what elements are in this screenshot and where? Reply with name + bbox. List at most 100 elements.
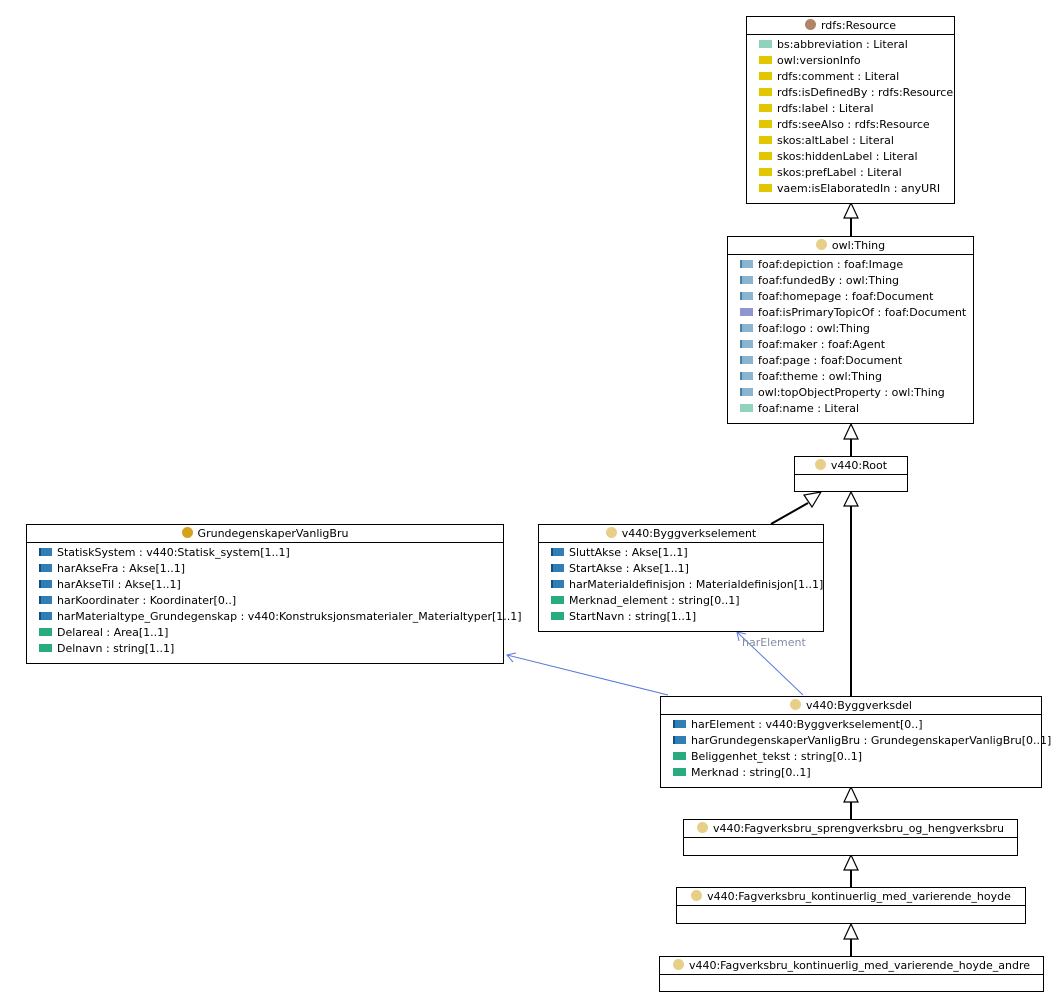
attribute-row[interactable]: harGrundegenskaperVanligBru : Grundegens… — [673, 733, 1051, 749]
attribute-text: harMaterialdefinisjon : Materialdefinisj… — [569, 578, 824, 591]
attribute-text: owl:versionInfo — [777, 54, 861, 67]
class-name: v440:Fagverksbru_sprengverksbru_og_hengv… — [712, 822, 1004, 835]
attribute-row[interactable]: owl:topObjectProperty : owl:Thing — [740, 385, 973, 401]
attribute-row[interactable]: skos:altLabel : Literal — [759, 133, 954, 149]
object-link-icon — [39, 612, 52, 620]
class-name: v440:Fagverksbru_kontinuerlig_med_varier… — [707, 890, 1011, 903]
class-name: GrundegenskaperVanligBru — [197, 527, 349, 540]
attribute-text: Delareal : Area[1..1] — [57, 626, 169, 639]
association-har-element[interactable] — [736, 631, 804, 696]
object-property-icon — [740, 340, 753, 348]
attribute-row[interactable]: Delnavn : string[1..1] — [39, 641, 503, 657]
literal-icon — [759, 40, 772, 48]
attribute-text: Delnavn : string[1..1] — [57, 642, 175, 655]
class-v440-root[interactable]: v440:Root — [794, 456, 908, 492]
class-v440-fagverksbru-kontinuerlig-andre[interactable]: v440:Fagverksbru_kontinuerlig_med_varier… — [659, 956, 1044, 992]
attribute-row[interactable]: harMaterialtype_Grundegenskap : v440:Kon… — [39, 609, 522, 625]
attribute-row[interactable]: foaf:theme : owl:Thing — [740, 369, 973, 385]
object-link-icon — [551, 580, 564, 588]
attribute-row[interactable]: harElement : v440:Byggverkselement[0..] — [673, 717, 1041, 733]
attribute-text: bs:abbreviation : Literal — [777, 38, 908, 51]
class-dot-icon — [605, 527, 617, 538]
object-link-icon — [551, 548, 564, 556]
annotation-icon — [759, 136, 772, 144]
attribute-text: harAkseFra : Akse[1..1] — [57, 562, 186, 575]
attribute-row[interactable]: Merknad : string[0..1] — [673, 765, 1041, 781]
attribute-row[interactable]: owl:versionInfo — [759, 53, 954, 69]
attribute-text: foaf:logo : owl:Thing — [758, 322, 870, 335]
class-v440-byggverkselement[interactable]: v440:Byggverkselement SluttAkse : Akse[1… — [538, 524, 824, 632]
class-title: v440:Fagverksbru_sprengverksbru_og_hengv… — [684, 820, 1017, 838]
attribute-row[interactable]: Beliggenhet_tekst : string[0..1] — [673, 749, 1041, 765]
attribute-row[interactable]: harMaterialdefinisjon : Materialdefinisj… — [551, 577, 823, 593]
class-name: v440:Byggverkselement — [621, 527, 757, 540]
attribute-row[interactable]: rdfs:seeAlso : rdfs:Resource — [759, 117, 954, 133]
attribute-row[interactable]: harAkseTil : Akse[1..1] — [39, 577, 503, 593]
class-owl-thing[interactable]: owl:Thing foaf:depiction : foaf:Image foa… — [727, 236, 974, 424]
attribute-row[interactable]: foaf:maker : foaf:Agent — [740, 337, 973, 353]
attribute-row[interactable]: foaf:logo : owl:Thing — [740, 321, 973, 337]
attribute-row[interactable]: skos:prefLabel : Literal — [759, 165, 954, 181]
attribute-text: StatiskSystem : v440:Statisk_system[1..1… — [57, 546, 290, 559]
attribute-text: harAkseTil : Akse[1..1] — [57, 578, 181, 591]
attribute-row[interactable]: foaf:isPrimaryTopicOf : foaf:Document — [740, 305, 973, 321]
attribute-row[interactable]: vaem:isElaboratedIn : anyURI — [759, 181, 954, 197]
attribute-row[interactable]: foaf:fundedBy : owl:Thing — [740, 273, 973, 289]
attribute-row[interactable]: harAkseFra : Akse[1..1] — [39, 561, 503, 577]
annotation-icon — [759, 120, 772, 128]
object-property-icon — [740, 260, 753, 268]
attribute-row[interactable]: bs:abbreviation : Literal — [759, 37, 954, 53]
object-link-icon — [39, 564, 52, 572]
class-v440-byggverksdel[interactable]: v440:Byggverksdel harElement : v440:Bygg… — [660, 696, 1051, 788]
attribute-text: foaf:depiction : foaf:Image — [758, 258, 904, 271]
attribute-row[interactable]: foaf:depiction : foaf:Image — [740, 257, 973, 273]
attribute-list — [684, 838, 1017, 840]
attribute-text: foaf:fundedBy : owl:Thing — [758, 274, 900, 287]
class-title: v440:Fagverksbru_kontinuerlig_med_varier… — [660, 957, 1043, 975]
attribute-row[interactable]: rdfs:isDefinedBy : rdfs:Resource — [759, 85, 954, 101]
attribute-row[interactable]: StartAkse : Akse[1..1] — [551, 561, 823, 577]
class-dot-icon — [814, 459, 826, 470]
attribute-row[interactable]: SluttAkse : Akse[1..1] — [551, 545, 823, 561]
attribute-row[interactable]: rdfs:comment : Literal — [759, 69, 954, 85]
attribute-row[interactable]: harKoordinater : Koordinater[0..] — [39, 593, 503, 609]
object-property-icon — [740, 356, 753, 364]
attribute-row[interactable]: rdfs:label : Literal — [759, 101, 954, 117]
class-v440-fagverksbru-spreng[interactable]: v440:Fagverksbru_sprengverksbru_og_hengv… — [683, 819, 1018, 856]
class-dot-icon — [815, 239, 827, 250]
class-title: v440:Byggverksdel — [661, 697, 1041, 715]
attribute-text: foaf:name : Literal — [758, 402, 860, 415]
class-title: rdfs:Resource — [747, 17, 954, 35]
datatype-icon — [551, 612, 564, 620]
attribute-text: skos:altLabel : Literal — [777, 134, 894, 147]
datatype-icon — [673, 768, 686, 776]
class-title: GrundegenskaperVanligBru — [27, 525, 503, 543]
attribute-text: StartNavn : string[1..1] — [569, 610, 697, 623]
generalization-arrowhead — [843, 785, 859, 803]
attribute-row[interactable]: foaf:homepage : foaf:Document — [740, 289, 973, 305]
class-title: v440:Fagverksbru_kontinuerlig_med_varier… — [677, 888, 1025, 906]
class-rdfs-resource[interactable]: rdfs:Resource bs:abbreviation : Literal o… — [746, 16, 955, 204]
generalization-arrowhead — [843, 490, 859, 507]
attribute-row[interactable]: skos:hiddenLabel : Literal — [759, 149, 954, 165]
attribute-row[interactable]: Delareal : Area[1..1] — [39, 625, 503, 641]
generalization-arrowhead — [843, 422, 859, 440]
class-grundegenskaper-vanlig-bru[interactable]: GrundegenskaperVanligBru StatiskSystem :… — [26, 524, 522, 664]
association-har-grunnegenskaper[interactable] — [506, 654, 669, 696]
association-arrowhead — [506, 652, 517, 663]
generalization-arrowhead — [843, 853, 859, 871]
attribute-text: SluttAkse : Akse[1..1] — [569, 546, 688, 559]
datatype-icon — [39, 628, 52, 636]
attribute-row[interactable]: Merknad_element : string[0..1] — [551, 593, 823, 609]
attribute-row[interactable]: foaf:page : foaf:Document — [740, 353, 973, 369]
attribute-text: skos:prefLabel : Literal — [777, 166, 902, 179]
class-v440-fagverksbru-kontinuerlig[interactable]: v440:Fagverksbru_kontinuerlig_med_varier… — [676, 887, 1026, 924]
attribute-row[interactable]: StartNavn : string[1..1] — [551, 609, 823, 625]
class-title: v440:Root — [795, 457, 907, 475]
attribute-row[interactable]: foaf:name : Literal — [740, 401, 973, 417]
attribute-text: foaf:homepage : foaf:Document — [758, 290, 934, 303]
attribute-text: rdfs:isDefinedBy : rdfs:Resource — [777, 86, 954, 99]
object-property-icon — [740, 372, 753, 380]
class-title: owl:Thing — [728, 237, 973, 255]
attribute-row[interactable]: StatiskSystem : v440:Statisk_system[1..1… — [39, 545, 503, 561]
